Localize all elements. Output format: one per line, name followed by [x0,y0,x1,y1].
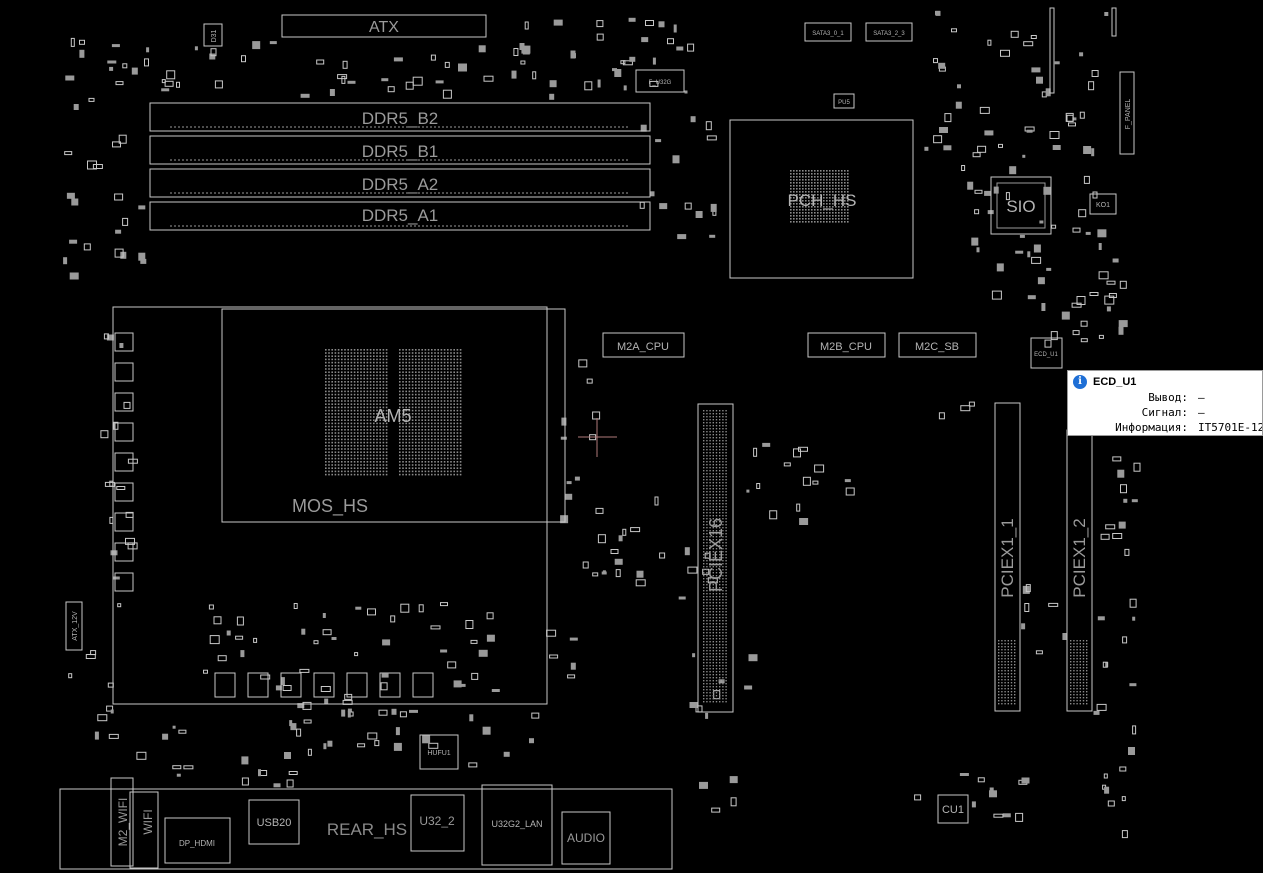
audio-label: AUDIO [567,831,605,845]
component-tooltip: i ECD_U1 Вывод: — Сигнал: — Информация: IT5… [1067,370,1263,436]
am5-socket[interactable]: AM5 [221,308,566,523]
tooltip-title: ECD_U1 [1093,375,1137,388]
tooltip-signal-value: — [1198,406,1205,419]
pch-label: PCH_HS [788,191,857,210]
hufu1-chip[interactable]: HUFU1 [419,734,459,770]
pch-pin-array [790,170,849,223]
ddr5-b2-slot[interactable]: DDR5_B2 [149,102,651,132]
dp-hdmi-port[interactable]: DP_HDMI [164,817,231,864]
f-usb-label: F_U32G [649,80,672,86]
cu1-label: CU1 [942,804,964,816]
tooltip-info-label: Информация: [1115,421,1188,434]
u32-2-label: U32_2 [419,814,455,828]
wifi-module[interactable]: WIFI [129,791,159,869]
f-panel-label: F_PANEL [1125,99,1132,130]
ddr5-b1-slot[interactable]: DDR5_B1 [149,135,651,165]
ddr5-a1-label: DDR5_A1 [362,206,439,225]
m2b-label: M2B_CPU [820,341,872,353]
rear-hs-label: REAR_HS [327,820,407,839]
front-usb-connector[interactable]: F_U32G [635,69,685,93]
tooltip-row-signal: Сигнал: — [1068,406,1262,419]
pch-heatsink[interactable]: PCH_HS [729,119,914,279]
am5-pin-array [325,349,462,476]
m2b-cpu-slot[interactable]: M2B_CPU [807,332,886,358]
dp-hdmi-label: DP_HDMI [179,839,215,848]
m2-wifi-label: M2_WIFI [116,798,130,847]
tooltip-row-info: Информация: IT5701E-128 [1068,421,1262,434]
tooltip-row-pin: Вывод: — [1068,391,1262,404]
pciex16-slot[interactable]: PCIEX16 [697,403,734,713]
tooltip-signal-label: Сигнал: [1141,406,1188,419]
sata-0-1-connector[interactable]: SATA3_0_1 [804,22,852,42]
ko1-chip[interactable]: KO1 [1089,193,1117,215]
d31-label: D31 [211,29,218,42]
hufu1-label: HUFU1 [427,750,450,757]
mos-heatsink[interactable]: MOS_HS [112,306,548,705]
wifi-label: WIFI [141,809,155,834]
pciex16-pin-array [703,410,727,703]
sio-chip[interactable]: SIO [990,176,1052,235]
m2-wifi-slot[interactable]: M2_WIFI [110,777,134,867]
component-footprints [63,7,1141,839]
ddr5-a1-slot[interactable]: DDR5_A1 [149,201,651,231]
sata-2-3-connector[interactable]: SATA3_2_3 [865,22,913,42]
atx-12v-connector[interactable]: ATX_12V [65,601,83,651]
sata-23-label: SATA3_2_3 [873,31,905,37]
tooltip-pin-value: — [1198,391,1205,404]
pciex16-label: PCIEX16 [706,518,726,592]
m2c-label: M2C_SB [915,341,959,353]
usb20-port[interactable]: USB20 [248,799,300,845]
m2c-sb-slot[interactable]: M2C_SB [898,332,977,358]
ko1-label: KO1 [1096,202,1110,209]
tooltip-info-value: IT5701E-128 [1198,421,1262,434]
am5-label: AM5 [374,406,411,426]
ddr5-b2-label: DDR5_B2 [362,109,439,128]
pciex1-2-pin-array [1070,640,1088,705]
ddr5-a2-slot[interactable]: DDR5_A2 [149,168,651,198]
tooltip-pin-label: Вывод: [1148,391,1188,404]
cu1-chip[interactable]: CU1 [937,794,969,824]
ecd-u1-chip[interactable]: ECD_U1 [1030,337,1063,369]
crosshair-cursor [578,418,617,457]
ecd-u1-label: ECD_U1 [1034,352,1058,358]
pciex1-1-pin-array [998,640,1016,705]
lan-label: U32G2_LAN [491,819,542,829]
m2a-cpu-slot[interactable]: M2A_CPU [602,332,685,358]
pciex1-1-slot[interactable]: PCIEX1_1 [994,402,1021,712]
d31-chip[interactable]: D31 [203,23,223,47]
front-panel-header[interactable]: F_PANEL [1119,71,1135,155]
u32-2-port[interactable]: U32_2 [410,794,465,852]
ddr5-b1-label: DDR5_B1 [362,142,439,161]
sata-01-label: SATA3_0_1 [812,31,844,37]
pciex1-1-label: PCIEX1_1 [998,518,1017,597]
atx12v-label: ATX_12V [72,611,79,641]
m2a-label: M2A_CPU [617,341,669,353]
pciex1-2-label: PCIEX1_2 [1070,518,1089,597]
audio-jack[interactable]: AUDIO [561,811,611,865]
ddr5-a2-label: DDR5_A2 [362,175,439,194]
atx-connector[interactable]: ATX [281,14,487,38]
pu5-label: PU5 [838,100,850,106]
mos-hs-label: MOS_HS [292,496,368,517]
atx-label: ATX [369,19,399,36]
rear-io-heatsink[interactable]: REAR_HS [59,788,673,870]
sio-label: SIO [1006,197,1035,216]
info-icon: i [1073,374,1087,389]
usb20-label: USB20 [257,817,292,829]
pu5-chip[interactable]: PU5 [833,93,855,109]
lan-port[interactable]: U32G2_LAN [481,784,553,866]
